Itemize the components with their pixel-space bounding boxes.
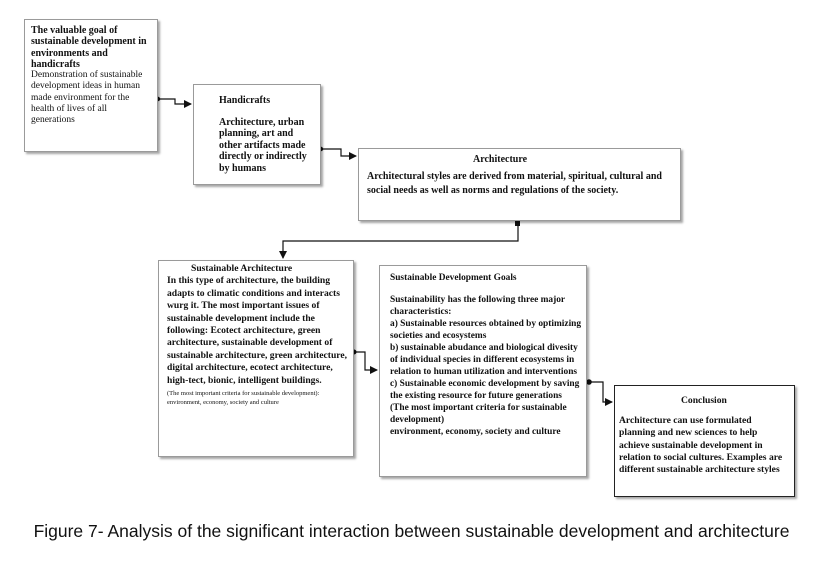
handicrafts-box: Handicrafts Architecture, urban planning… xyxy=(193,84,321,185)
figure-caption: Figure 7- Analysis of the significant in… xyxy=(33,521,790,541)
sdg-line: Sustainability has the following three m… xyxy=(390,295,565,317)
goal-title: The valuable goal of sustainable develop… xyxy=(31,25,147,70)
sdg-title: Sustainable Development Goals xyxy=(390,273,517,283)
arrow-architecture-to-sustainable-architecture xyxy=(279,222,519,259)
conclusion-body: Architecture can use formulated planning… xyxy=(619,415,783,476)
sdg-line: (The most important criteria for sustain… xyxy=(390,403,567,425)
goal-body: Demonstration of sustainable development… xyxy=(31,70,143,126)
connector-dot xyxy=(586,379,592,385)
sustainable-architecture-body: In this type of architecture, the buildi… xyxy=(167,275,348,386)
sustainable-architecture-note: (The most important criteria for sustain… xyxy=(167,390,320,406)
architecture-body: Architectural styles are derived from ma… xyxy=(367,171,662,196)
sustainable-architecture-title: Sustainable Architecture xyxy=(191,263,293,274)
sdg-box: Sustainable Development Goals Sustainabi… xyxy=(379,265,587,477)
sdg-line: c) Sustainable economic development by s… xyxy=(390,379,580,401)
conclusion-box: Conclusion Architecture can use formulat… xyxy=(614,385,795,497)
architecture-title: Architecture xyxy=(473,154,528,165)
sustainable-architecture-box: Sustainable Architecture In this type of… xyxy=(158,260,354,457)
connector-dot xyxy=(515,221,520,226)
arrow-sustainable-architecture-to-sdg xyxy=(354,351,378,374)
architecture-box: Architecture Architectural styles are de… xyxy=(358,148,681,221)
arrow-sdg-to-conclusion xyxy=(587,381,613,406)
conclusion-title: Conclusion xyxy=(681,395,727,406)
sdg-line: b) sustainable abudance and biological d… xyxy=(390,343,578,377)
sdg-line: a) Sustainable resources obtained by opt… xyxy=(390,319,582,341)
arrow-goal-to-handicrafts xyxy=(158,98,192,108)
goal-box: The valuable goal of sustainable develop… xyxy=(24,19,158,152)
arrow-handicrafts-to-architecture xyxy=(321,148,357,160)
handicrafts-body: Architecture, urban planning, art and ot… xyxy=(219,116,307,174)
sdg-line: environment, economy, society and cultur… xyxy=(390,427,561,437)
handicrafts-title: Handicrafts xyxy=(219,95,271,106)
